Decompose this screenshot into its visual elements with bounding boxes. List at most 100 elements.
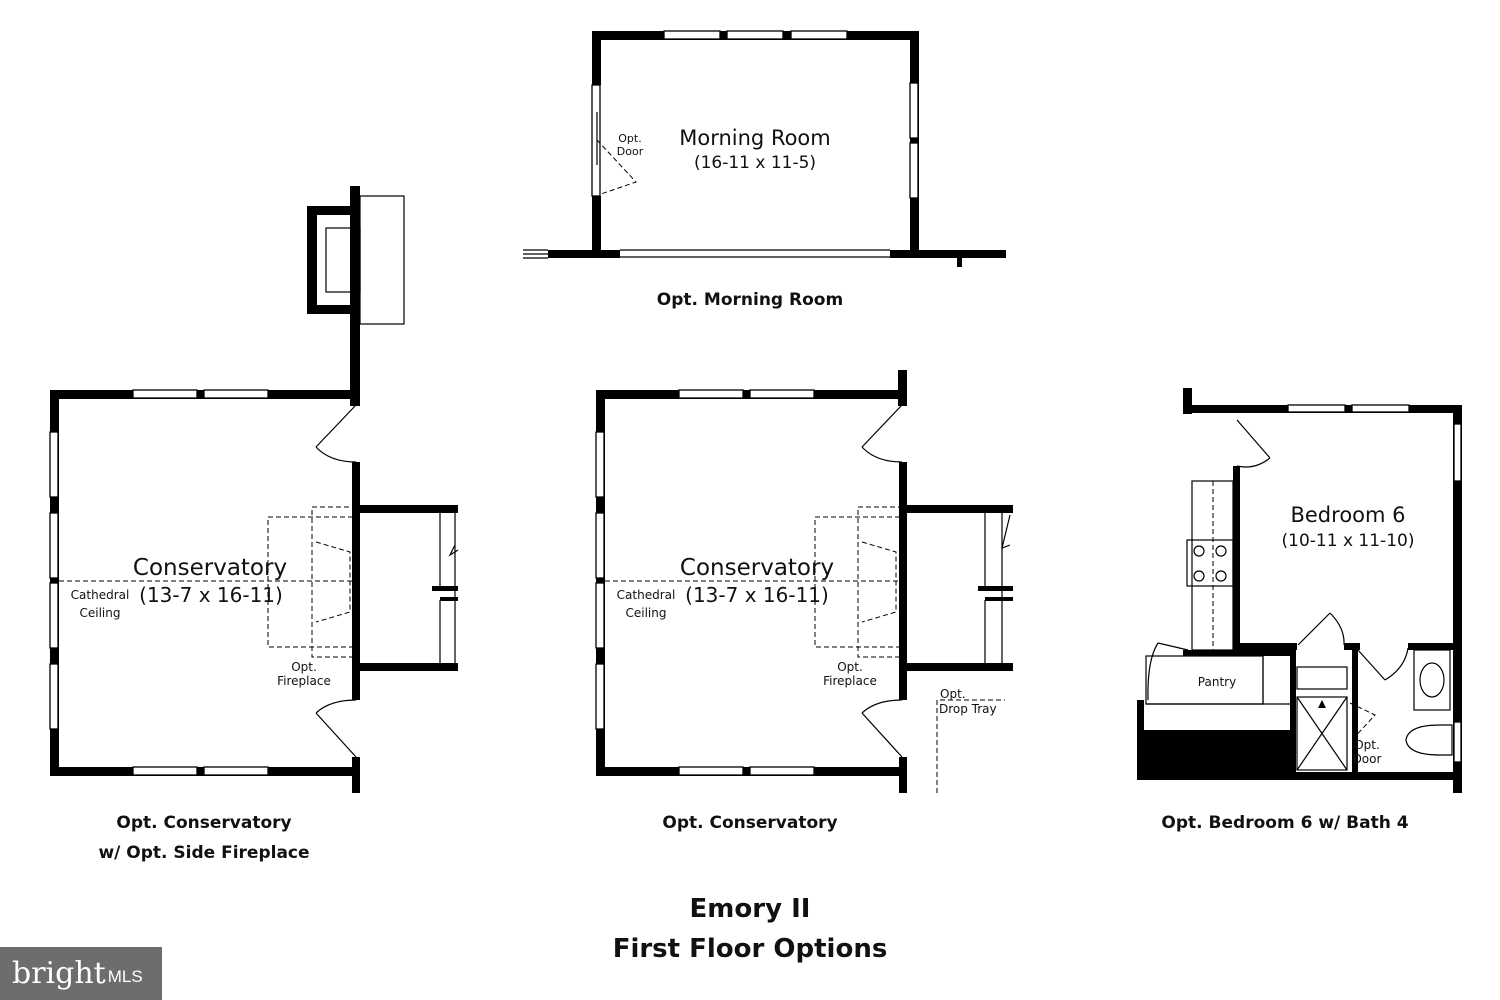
drop-tray-note: Drop Tray: [939, 702, 997, 716]
window: [595, 582, 605, 649]
wall: [1352, 643, 1358, 778]
room-name: Bedroom 6: [1290, 503, 1405, 527]
drop-tray-outline: [936, 699, 1005, 793]
chimney-outline: [359, 195, 405, 325]
wall: [432, 586, 458, 591]
fireplace-outline: [311, 506, 355, 658]
room-dimensions: (10-11 x 11-10): [1282, 531, 1415, 551]
wall: [985, 597, 1013, 601]
burner: [1193, 570, 1205, 582]
wall: [350, 186, 360, 406]
door-opening: [591, 84, 601, 197]
wall: [356, 505, 458, 513]
door-note: Opt.: [1354, 738, 1380, 752]
window: [1351, 404, 1410, 413]
window: [595, 663, 605, 730]
chimney: [307, 206, 360, 215]
door-note: Opt.: [618, 132, 641, 145]
shower: [1296, 696, 1348, 771]
wall: [898, 370, 907, 406]
fireplace-outline: [861, 541, 897, 623]
bedroom-bath-plan: Bedroom 6 (10-11 x 11-10) Pantry Opt. Do…: [1137, 388, 1462, 833]
fireplace-outline: [315, 541, 351, 623]
ceiling-note: Ceiling: [80, 606, 121, 620]
door-swing: [1147, 642, 1189, 701]
fireplace-outline: [267, 516, 355, 648]
toilet: [1405, 724, 1453, 756]
door-swing: [1297, 612, 1345, 646]
wall: [548, 250, 620, 258]
fireplace-outline: [857, 506, 901, 658]
window: [132, 766, 198, 776]
window: [203, 389, 269, 399]
window: [663, 30, 721, 40]
bathtub: [1413, 649, 1451, 711]
door-note: Door: [617, 145, 644, 158]
vanity-shelf: [1296, 666, 1348, 690]
burner: [1193, 545, 1205, 557]
wall: [903, 505, 1013, 513]
window: [49, 663, 59, 730]
wall: [1183, 650, 1293, 656]
pantry-wall: [1146, 656, 1290, 705]
chimney: [307, 206, 317, 314]
window: [749, 766, 815, 776]
conservatory-plan: Conservatory (13-7 x 16-11) Cathedral Ce…: [595, 370, 1013, 833]
window: [203, 766, 269, 776]
wall: [1233, 643, 1297, 650]
bright-mls-watermark: bright MLS: [0, 947, 162, 1000]
watermark-suffix: MLS: [107, 966, 143, 986]
wall: [1408, 643, 1456, 650]
wall: [890, 250, 1006, 258]
door-note: Door: [1353, 752, 1382, 766]
window: [749, 389, 815, 399]
window: [595, 512, 605, 579]
door-swing: [861, 404, 903, 463]
fireplace-note: Fireplace: [823, 674, 877, 688]
fireplace-note: Fireplace: [277, 674, 331, 688]
conservatory-fireplace-plan: Conservatory (13-7 x 16-11) Cathedral Ce…: [49, 186, 459, 863]
wall: [1137, 772, 1462, 780]
wall: [440, 597, 458, 601]
door-swing: [861, 699, 903, 758]
window: [678, 766, 744, 776]
window: [1453, 423, 1462, 482]
wall: [899, 757, 907, 793]
ceiling-note: Cathedral: [617, 588, 676, 602]
morning-room-plan: Opt. Door Morning Room (16-11 x 11-5) Op…: [523, 30, 1006, 310]
wall: [352, 757, 360, 793]
window: [678, 389, 744, 399]
plan-caption: w/ Opt. Side Fireplace: [98, 843, 309, 863]
watermark-brand: bright: [12, 956, 106, 991]
window: [49, 512, 59, 579]
wall: [903, 663, 1013, 671]
chimney: [307, 305, 360, 314]
room-name: Conservatory: [133, 555, 287, 581]
pantry-label: Pantry: [1198, 675, 1236, 689]
wall: [1290, 643, 1296, 778]
shower-line: [1296, 696, 1348, 771]
door-swing: [315, 404, 357, 463]
door-swing: [1236, 419, 1271, 468]
room-name: Morning Room: [679, 126, 831, 150]
window: [132, 389, 198, 399]
room-name: Conservatory: [680, 555, 834, 581]
drop-tray-note: Opt.: [940, 687, 966, 701]
fireplace-note: Opt.: [291, 660, 317, 674]
door-swing: [596, 139, 637, 195]
wall: [356, 663, 458, 671]
room-dimensions: (13-7 x 16-11): [685, 583, 829, 607]
door-leaf: [1001, 514, 1011, 549]
wall: [1453, 405, 1462, 793]
plan-caption: Opt. Conservatory: [662, 813, 837, 833]
wall: [910, 31, 919, 253]
window: [726, 30, 784, 40]
door-swing: [315, 699, 357, 758]
window: [909, 142, 919, 199]
wall: [1233, 466, 1240, 650]
opt-door-swing: [1349, 702, 1376, 741]
wall: [592, 31, 601, 85]
sheet-title: Emory II: [690, 894, 811, 924]
window: [1287, 404, 1346, 413]
room-dimensions: (16-11 x 11-5): [694, 153, 816, 173]
